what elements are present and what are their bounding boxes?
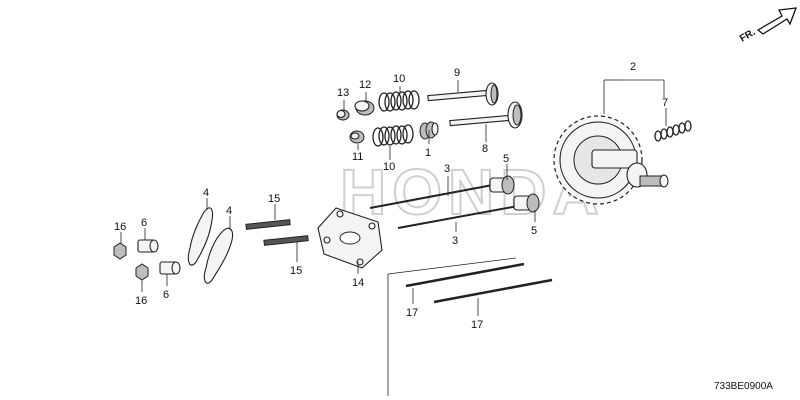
- callout-17-left: 17: [406, 307, 418, 319]
- part-pivot-adjusting-nut-lower: [135, 263, 149, 281]
- callout-14: 14: [352, 277, 364, 289]
- callout-9: 9: [454, 67, 460, 79]
- part-push-rod-guide-plate: [317, 207, 383, 269]
- callout-10-upper: 10: [393, 73, 405, 85]
- callout-13: 13: [337, 87, 349, 99]
- callout-5-upper: 5: [503, 153, 509, 165]
- part-camshaft-assembly: [553, 115, 669, 205]
- callout-10-lower: 10: [383, 161, 395, 173]
- part-rocker-pivot-upper: [137, 239, 159, 253]
- callout-16-upper: 16: [114, 221, 126, 233]
- callout-3-upper: 3: [444, 163, 450, 175]
- callout-6-lower: 6: [163, 289, 169, 301]
- front-direction-label: FR.: [738, 27, 758, 45]
- part-valve-lifter-lower: [513, 193, 540, 213]
- diagram-code: 733BE0900A: [714, 381, 773, 392]
- front-direction-indicator: FR.: [738, 7, 797, 45]
- part-push-rod-upper: [369, 183, 499, 209]
- callout-2: 2: [630, 61, 636, 73]
- part-push-rod-set: [387, 257, 553, 396]
- part-spring-seat: [349, 130, 365, 144]
- callout-12: 12: [359, 79, 371, 91]
- part-rocker-arm-lower: [203, 227, 234, 284]
- callout-4-lower: 4: [226, 205, 232, 217]
- callout-8: 8: [482, 143, 488, 155]
- callout-11: 11: [352, 151, 363, 163]
- callout-15-upper: 15: [268, 193, 280, 205]
- front-arrow-icon: [756, 7, 797, 35]
- callout-16-lower: 16: [135, 295, 147, 307]
- callout-4-upper: 4: [203, 187, 209, 199]
- callout-15-lower: 15: [290, 265, 302, 277]
- callout-6-upper: 6: [141, 217, 147, 229]
- part-rocker-stud-lower: [263, 235, 309, 246]
- part-valve-spring-upper: [378, 90, 420, 112]
- part-rocker-stud-upper: [245, 219, 291, 230]
- part-valve-stem-seal: [419, 121, 439, 140]
- callout-17-right: 17: [471, 319, 483, 331]
- callout-5-lower: 5: [531, 225, 537, 237]
- part-exhaust-valve: [449, 101, 523, 129]
- part-decompressor-spring: [654, 120, 692, 142]
- part-spring-retainer: [354, 100, 375, 116]
- part-rocker-arm-upper: [187, 207, 214, 266]
- callout-3-lower: 3: [452, 235, 458, 247]
- callout-7: 7: [662, 97, 668, 109]
- leader-lines: [120, 79, 667, 316]
- part-valve-spring-lower: [372, 124, 414, 147]
- callout-labels: 1 2 3 3 4 4 5 5 6 6 7 8 9 10 10 11 12 13…: [114, 61, 668, 331]
- part-rocker-pivot-lower: [159, 261, 181, 275]
- part-valve-cotter: [336, 109, 350, 121]
- part-push-rod-lower: [397, 205, 519, 229]
- part-intake-valve: [427, 82, 499, 106]
- part-pivot-adjusting-nut-upper: [113, 242, 127, 260]
- part-valve-lifter-upper: [489, 175, 515, 195]
- callout-1: 1: [425, 147, 431, 159]
